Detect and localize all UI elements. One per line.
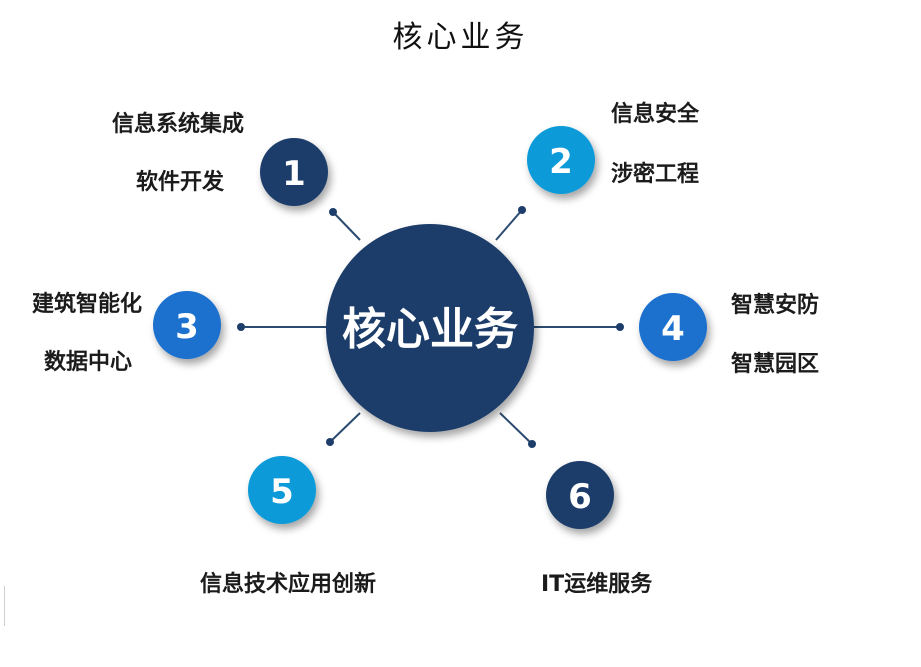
node-circle-1	[260, 138, 328, 206]
node-circle-6	[546, 461, 614, 529]
node-number-1: 1	[282, 154, 306, 194]
node-3: 3	[153, 291, 221, 359]
node-circle-3	[153, 291, 221, 359]
node-2: 2	[527, 126, 595, 194]
node-4-label-line-1: 智慧安防	[731, 293, 820, 318]
node-1: 1	[260, 138, 328, 206]
node-circle-2	[527, 126, 595, 194]
node-6-label: IT运维服务	[541, 572, 653, 597]
connector-2	[495, 209, 523, 241]
node-2-label-line-1: 信息安全	[611, 102, 700, 127]
connector-dot-6	[528, 440, 536, 448]
center-label: 核心业务	[342, 304, 518, 355]
connector-dot-1	[329, 208, 337, 216]
connector-1	[332, 211, 361, 241]
node-5-label: 信息技术应用创新	[200, 572, 377, 597]
edge-divider	[4, 586, 5, 626]
node-5: 5	[248, 456, 316, 524]
node-2-label-line-2: 涉密工程	[611, 162, 700, 187]
node-number-4: 4	[661, 309, 685, 349]
connector-lines	[241, 209, 620, 445]
node-3-label-line-1: 建筑智能化	[32, 292, 143, 317]
node-circle-4	[639, 293, 707, 361]
connector-6	[499, 412, 533, 445]
node-1-label-line-1: 信息系统集成	[112, 112, 245, 137]
connector-dot-2	[518, 206, 526, 214]
node-number-3: 3	[175, 307, 199, 347]
node-1-label-line-2: 软件开发	[136, 170, 225, 195]
node-number-2: 2	[549, 142, 573, 182]
node-4-label-line-2: 智慧园区	[731, 352, 820, 377]
connector-dot-4	[616, 323, 624, 331]
node-6: 6	[546, 461, 614, 529]
node-circle-5	[248, 456, 316, 524]
connector-dots	[237, 206, 624, 448]
center-circle	[326, 224, 534, 432]
node-number-5: 5	[270, 472, 294, 512]
node-number-6: 6	[568, 477, 592, 517]
connector-dot-3	[237, 323, 245, 331]
node-3-label-line-2: 数据中心	[44, 350, 133, 375]
page-title: 核心业务	[392, 20, 529, 55]
connector-dot-5	[326, 438, 334, 446]
center-node: 核心业务	[326, 224, 534, 432]
connector-5	[329, 412, 361, 443]
node-4: 4	[639, 293, 707, 361]
